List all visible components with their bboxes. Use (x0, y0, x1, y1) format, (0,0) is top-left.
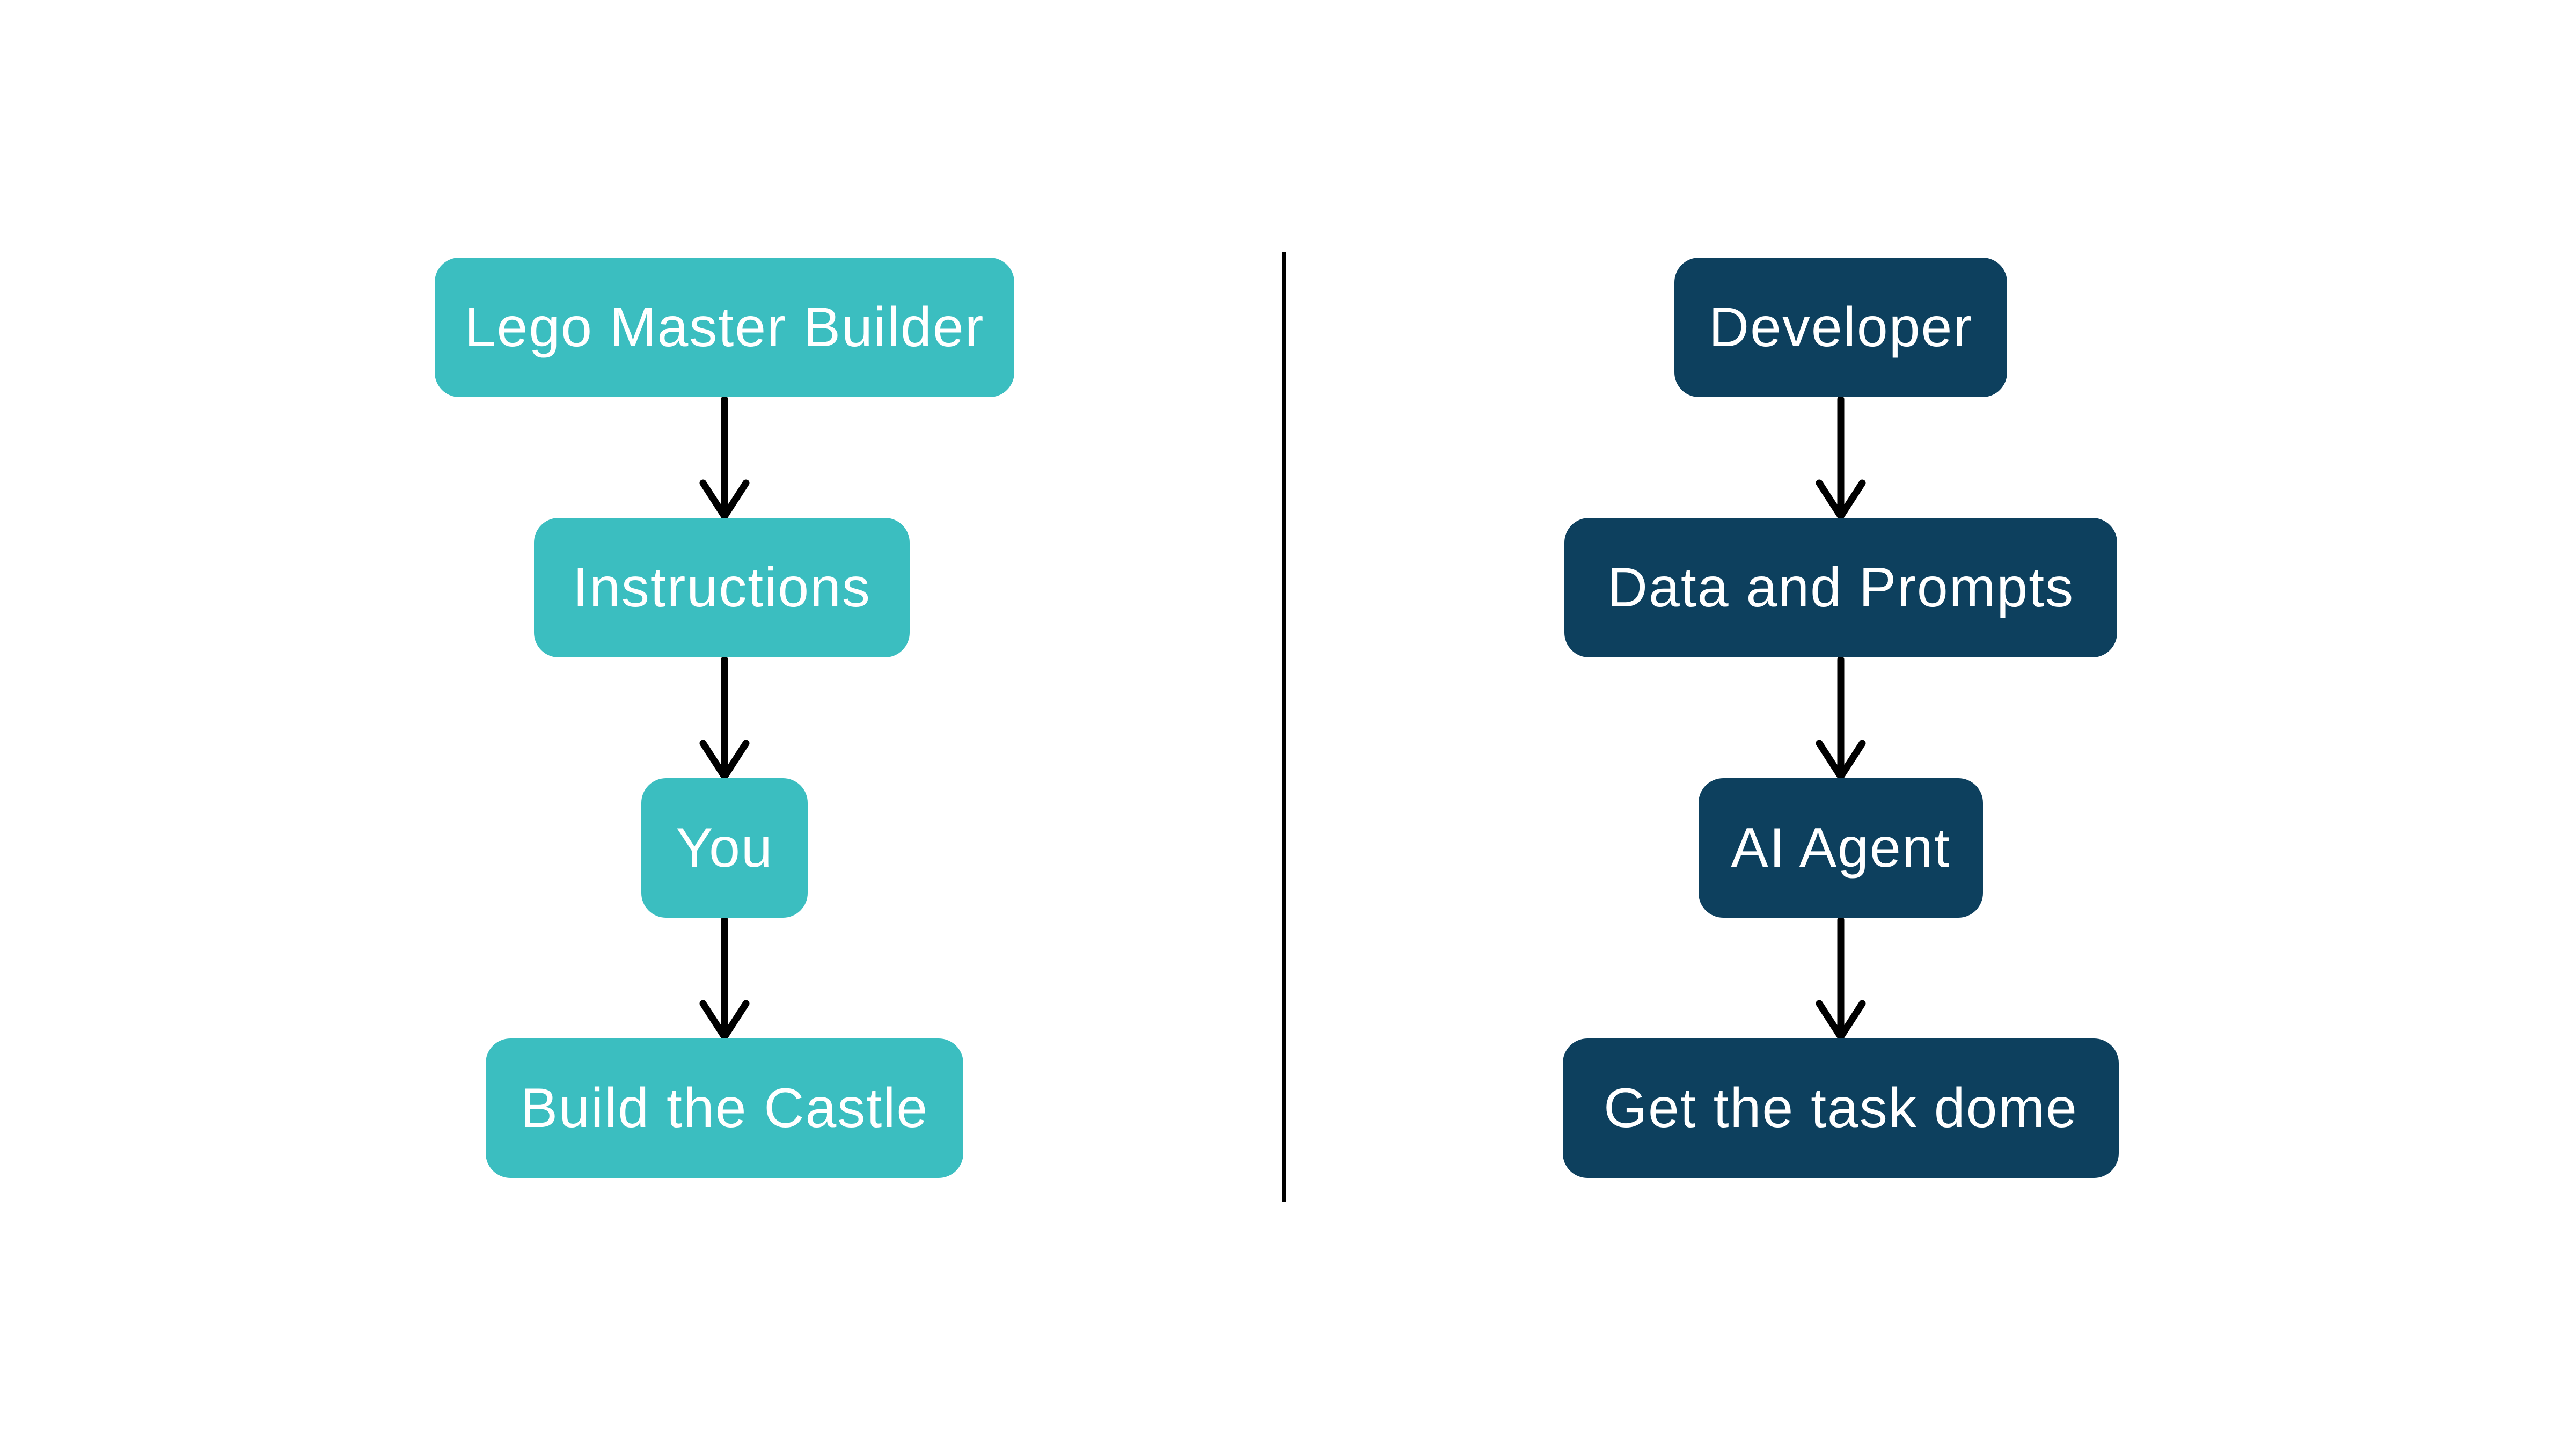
flow-node-ai-agent: AI Agent (1699, 778, 1983, 918)
arrow-down-icon (699, 657, 750, 782)
arrow-down-icon (699, 918, 750, 1042)
flow-node-data-and-prompts: Data and Prompts (1564, 518, 2117, 657)
flow-node-instructions: Instructions (534, 518, 910, 657)
arrow-down-icon (1816, 657, 1866, 782)
arrow-down-icon (1816, 918, 1866, 1042)
flow-node-lego-master-builder: Lego Master Builder (435, 258, 1014, 397)
arrow-down-icon (1816, 397, 1866, 522)
flow-node-developer: Developer (1674, 258, 2007, 397)
column-divider (1282, 252, 1286, 1202)
flow-node-build-the-castle: Build the Castle (486, 1038, 963, 1178)
arrow-down-icon (699, 397, 750, 522)
flow-node-you: You (641, 778, 808, 918)
flow-node-get-the-task-dome: Get the task dome (1563, 1038, 2119, 1178)
